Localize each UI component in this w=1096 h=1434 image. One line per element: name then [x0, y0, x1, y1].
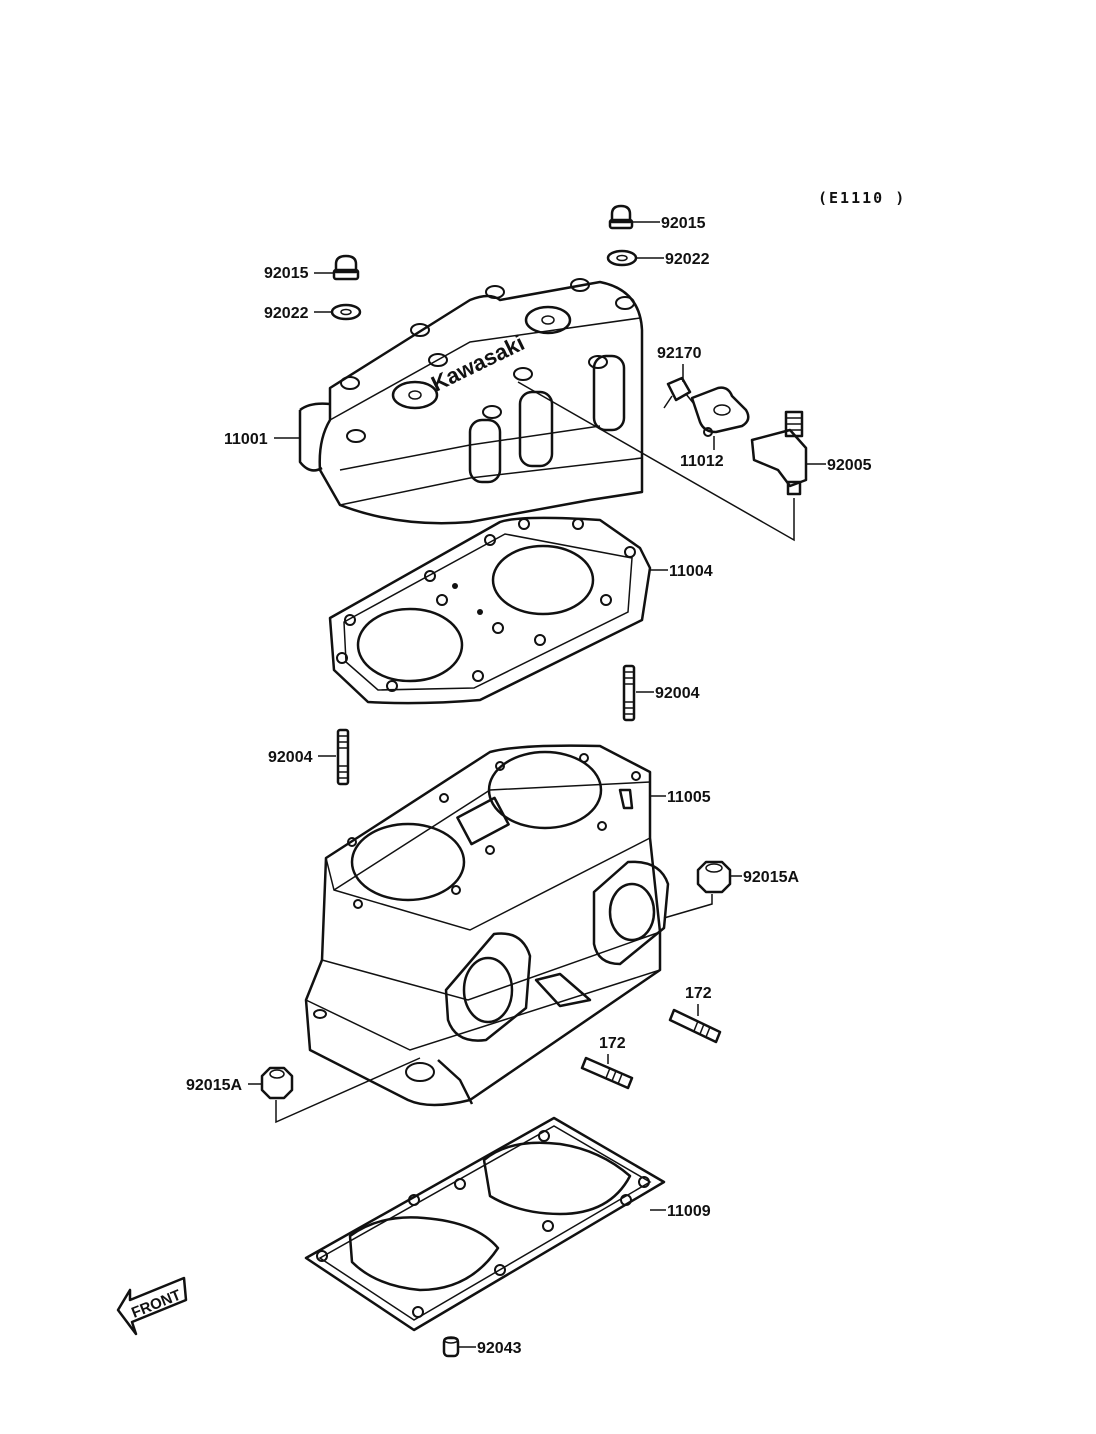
label-11005: 11005 [667, 789, 711, 806]
stud-92004-left [336, 728, 350, 786]
base-gasket-11009 [304, 1116, 666, 1332]
label-92015A-right: 92015A [743, 869, 799, 886]
label-11004: 11004 [669, 563, 713, 580]
washer-92022-left [330, 303, 362, 321]
label-11001: 11001 [224, 431, 268, 448]
clip-92170 [663, 376, 695, 409]
label-92015-right: 92015 [661, 215, 706, 232]
cylinder-11005 [304, 744, 670, 1107]
assembly-line [517, 381, 795, 542]
stud-172-center [580, 1056, 634, 1090]
cylinder-head-11001: Kawasaki [298, 278, 644, 525]
fitting-11012 [690, 386, 750, 437]
label-92043: 92043 [477, 1340, 522, 1357]
label-92004-left: 92004 [268, 749, 313, 766]
label-92015A-left: 92015A [186, 1077, 242, 1094]
stud-172-right [668, 1008, 722, 1044]
nut-92015A-right [696, 860, 732, 894]
front-label: FRONT [129, 1287, 183, 1322]
label-92022-right: 92022 [665, 251, 710, 268]
label-11012: 11012 [680, 453, 724, 470]
washer-92022-right [606, 249, 638, 267]
assembly-line [663, 894, 713, 919]
label-92004-right: 92004 [655, 685, 700, 702]
label-92170: 92170 [657, 345, 702, 362]
label-92005: 92005 [827, 457, 872, 474]
head-logo: Kawasaki [427, 330, 528, 396]
label-92015-left: 92015 [264, 265, 309, 282]
nut-92015A-left [260, 1066, 294, 1100]
front-arrow-icon: FRONT [116, 1276, 188, 1336]
label-11009: 11009 [667, 1203, 711, 1220]
nozzle-92005 [750, 410, 808, 496]
label-92022-left: 92022 [264, 305, 309, 322]
head-gasket-11004 [328, 516, 652, 705]
cap-nut-92015-right [608, 204, 634, 230]
label-172-right: 172 [685, 985, 712, 1002]
assembly-line [275, 1057, 421, 1124]
label-172-center: 172 [599, 1035, 626, 1052]
cap-nut-92015-left [332, 254, 360, 281]
dowel-pin-92043 [442, 1336, 460, 1358]
diagram-code: (E1110 ) [818, 189, 906, 207]
stud-92004-right [622, 664, 636, 722]
